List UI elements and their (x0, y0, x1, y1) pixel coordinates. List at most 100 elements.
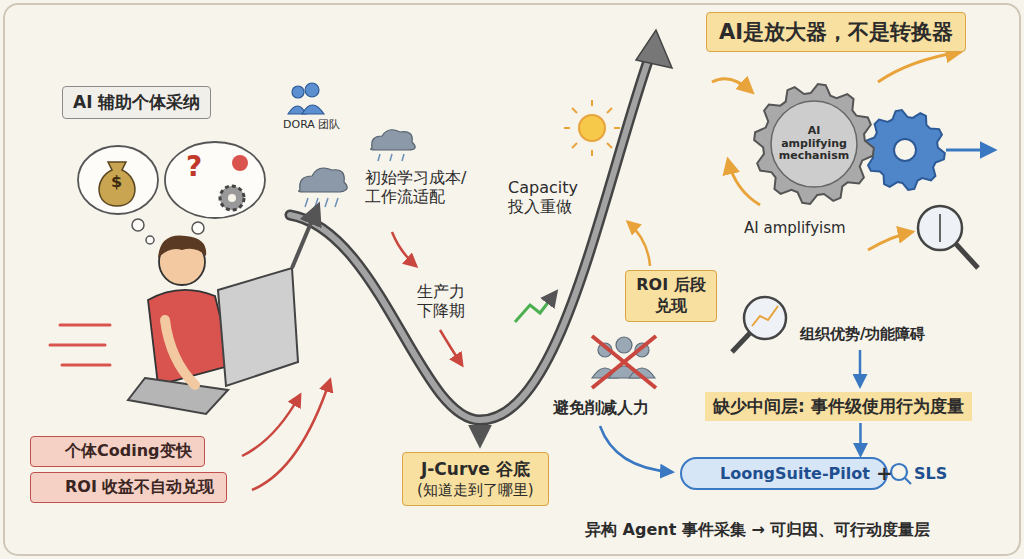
sls-icon (891, 464, 911, 484)
rain (390, 154, 392, 161)
rain (325, 198, 328, 207)
note-label: Capacity 投入重做 (508, 178, 596, 216)
sun (614, 127, 620, 129)
box-text: (知道走到了哪里) (417, 481, 534, 500)
box-text: AI amplifying mechanism (775, 125, 853, 163)
orange-arrow (712, 79, 752, 92)
sls-icon (891, 464, 907, 480)
gear-node: AI amplifying mechanism (752, 82, 876, 206)
magnifier (956, 244, 978, 268)
blue-arrow (600, 426, 672, 472)
sun (579, 115, 605, 141)
sun (564, 100, 620, 156)
sun (572, 143, 577, 148)
note-label: DORA 团队 (283, 118, 340, 131)
blue-arrow (946, 149, 994, 152)
box-text: J-Curve 谷底 (417, 458, 534, 481)
team-icon (288, 83, 324, 114)
red-arrow (440, 330, 462, 365)
magnifier (939, 214, 941, 242)
developer-figure (165, 320, 195, 385)
money-bag (99, 162, 135, 206)
box-text: LoongSuite-Pilot (720, 464, 870, 483)
growth-arrow (515, 292, 556, 322)
rain-cloud (299, 168, 348, 192)
rain (305, 198, 308, 207)
text-box: J-Curve 谷底(知道走到了哪里) (402, 452, 549, 506)
note-label: $ (111, 172, 122, 191)
text-box: ROI 收益不自动兑现 (30, 472, 227, 503)
blue-gear (865, 110, 945, 190)
thought-bubbles (78, 142, 265, 246)
j-curve (290, 55, 650, 420)
orange-arrow (868, 232, 912, 250)
red-splat (232, 155, 248, 171)
gear-hub (771, 101, 857, 187)
text-box: AI 辅助个体采纳 (62, 86, 211, 119)
rain-cloud (371, 130, 416, 150)
thought-bubbles (78, 146, 158, 214)
thought-bubbles (228, 194, 236, 202)
crossed-people (616, 337, 632, 353)
red-arrow (252, 380, 330, 490)
box-text: ROI 后段兑现 (634, 275, 708, 317)
j-curve (636, 30, 672, 68)
down-arrow (859, 350, 862, 386)
rain (335, 198, 338, 207)
j-curve (290, 55, 650, 420)
sun (564, 127, 570, 129)
rain (378, 154, 380, 161)
sun (607, 143, 612, 148)
developer-figure (50, 235, 298, 414)
note-label: 组织优势/功能障碍 (800, 325, 925, 343)
note-label: ? (186, 150, 202, 184)
box-text: 个体Coding变快 (65, 441, 192, 462)
thought-bubbles (132, 219, 144, 231)
orange-arrow (878, 52, 960, 82)
orange-arrow (728, 160, 760, 205)
magnifier (744, 297, 786, 339)
text-box: ROI 后段兑现 (625, 270, 717, 322)
orange-arrow (628, 222, 650, 266)
developer-figure (158, 235, 206, 258)
developer-figure (218, 268, 298, 386)
thought-bubbles (146, 236, 154, 244)
text-box: 个体Coding变快 (30, 436, 205, 467)
text-box: LoongSuite-Pilot (680, 457, 888, 490)
sun (591, 100, 593, 106)
blue-gear (894, 139, 916, 161)
box-text: 缺少中间层: 事件级使用行为度量 (713, 395, 964, 418)
gear-outline (754, 84, 874, 204)
j-curve (292, 206, 318, 268)
crossed-people (592, 336, 656, 388)
sls-icon (905, 478, 911, 484)
magnifier (732, 206, 978, 352)
developer-figure (50, 325, 110, 365)
red-arrow (242, 395, 300, 456)
sun (572, 108, 577, 113)
magnifier (732, 333, 750, 352)
frame (4, 4, 1020, 555)
connector-arrow (859, 423, 862, 455)
note-label: AI amplifyism (744, 219, 846, 237)
box-text: AI 辅助个体采纳 (73, 91, 200, 114)
crossed-people (592, 336, 656, 388)
note-label: 异构 Agent 事件采集 → 可归因、可行动度量层 (585, 520, 930, 539)
sun (591, 150, 593, 156)
developer-figure (128, 378, 228, 414)
team-icon (305, 83, 319, 97)
magnifier (918, 206, 962, 250)
magnifier (752, 306, 778, 326)
box-text: AI是放大器，不是转换器 (719, 18, 953, 46)
red-arrow (392, 232, 416, 266)
note-label: 生产力下降期 (417, 282, 469, 320)
team-icon (292, 86, 304, 98)
text-box: 缺少中间层: 事件级使用行为度量 (705, 392, 972, 421)
j-curve (478, 428, 482, 444)
crossed-people (592, 336, 656, 388)
sun (607, 108, 612, 113)
small-gear (220, 186, 244, 210)
rain (402, 154, 404, 161)
note-label: SLS (914, 464, 947, 483)
note-label: 避免削减人力 (553, 398, 649, 417)
